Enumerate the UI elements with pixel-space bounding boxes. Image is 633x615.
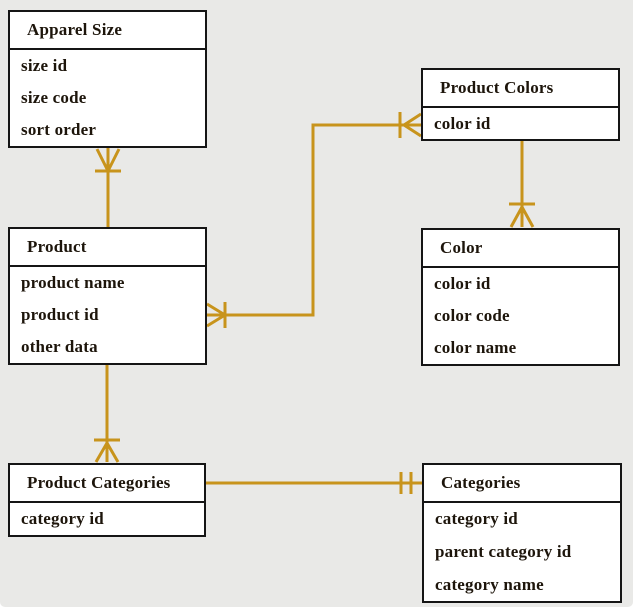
table-fields: category id parent category id category na… bbox=[424, 503, 620, 601]
entity-table-color: Color color id color code color name bbox=[421, 228, 620, 366]
table-field: color code bbox=[434, 306, 510, 325]
table-field: sort order bbox=[21, 120, 97, 139]
table-field: size code bbox=[21, 88, 87, 107]
table-field: parent category id bbox=[435, 542, 572, 561]
table-fields: product name product id other data bbox=[10, 267, 205, 363]
table-field: product id bbox=[21, 305, 99, 324]
table-field: other data bbox=[21, 337, 98, 356]
table-field: size id bbox=[21, 56, 68, 75]
table-fields: category id bbox=[10, 503, 204, 535]
entity-table-product-colors: Product Colors color id bbox=[421, 68, 620, 141]
table-fields: color id color code color name bbox=[423, 268, 618, 364]
table-field: color id bbox=[434, 113, 491, 133]
table-title: Product bbox=[10, 229, 205, 267]
table-field: category name bbox=[435, 574, 544, 594]
crow-foot-many-icon bbox=[403, 112, 422, 138]
entity-table-categories: Categories category id parent category id… bbox=[422, 463, 622, 603]
table-fields: color id bbox=[423, 108, 618, 139]
entity-table-apparel-size: Apparel Size size id size code sort order bbox=[8, 10, 207, 148]
table-field: color id bbox=[434, 274, 491, 293]
table-field: category id bbox=[21, 509, 104, 528]
crow-foot-many-icon bbox=[509, 206, 535, 228]
table-field: category id bbox=[435, 509, 518, 529]
table-title: Color bbox=[423, 230, 618, 268]
crow-foot-many-icon bbox=[94, 442, 120, 463]
table-title: Product Categories bbox=[10, 465, 204, 503]
relationship-productcategories-categories bbox=[206, 472, 422, 494]
double-tick-icon bbox=[399, 472, 413, 494]
table-field: color name bbox=[434, 338, 517, 357]
table-fields: size id size code sort order bbox=[10, 50, 205, 146]
crow-foot-many-icon bbox=[95, 148, 121, 172]
table-field: product name bbox=[21, 273, 125, 292]
relationship-productcolors-color bbox=[509, 141, 535, 228]
crow-foot-many-icon bbox=[206, 302, 226, 328]
table-title: Product Colors bbox=[423, 70, 618, 108]
relationship-product-productcolors bbox=[206, 112, 422, 328]
connector-line bbox=[225, 123, 404, 317]
relationship-apparelsize-product bbox=[95, 148, 121, 227]
relationship-product-productcategories bbox=[94, 365, 120, 463]
entity-table-product-categories: Product Categories category id bbox=[8, 463, 206, 537]
table-title: Apparel Size bbox=[10, 12, 205, 50]
entity-table-product: Product product name product id other data bbox=[8, 227, 207, 365]
table-title: Categories bbox=[424, 465, 620, 503]
